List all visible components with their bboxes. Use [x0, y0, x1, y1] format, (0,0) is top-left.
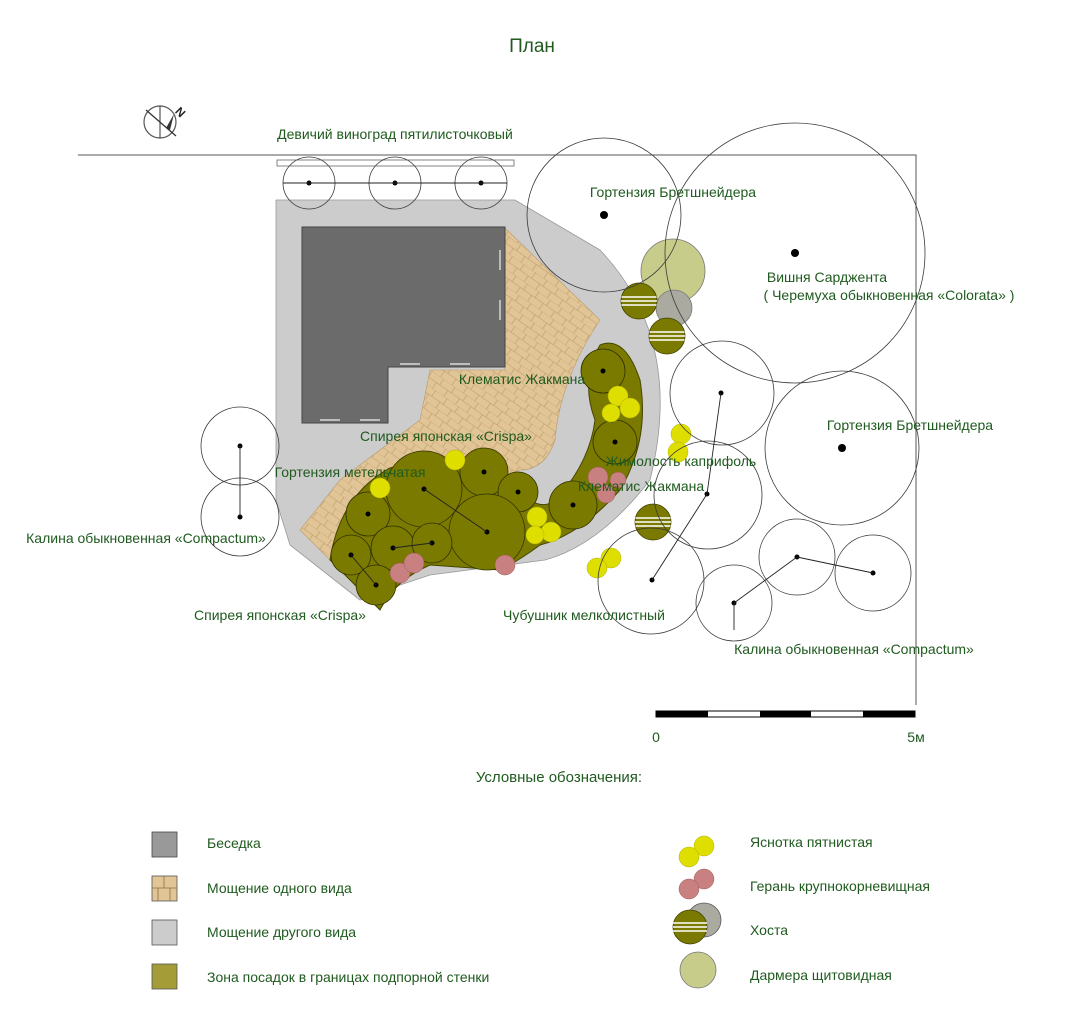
label-spirea-top: Спирея японская «Crispa»	[360, 428, 532, 444]
legend-label-paving-a: Мощение одного вида	[207, 880, 352, 896]
gazebo	[301, 226, 506, 424]
page-title: План	[509, 36, 555, 57]
legend-swatch-geranium	[678, 868, 715, 900]
label-spirea-bottom: Спирея японская «Crispa»	[194, 607, 366, 623]
label-hydrangea-right: Гортензия Бретшнейдера	[827, 417, 993, 433]
label-mock-orange: Чубушник мелколистный	[503, 607, 665, 623]
geranium-plants	[389, 466, 627, 584]
legend-label-gazebo: Беседка	[207, 835, 261, 851]
label-clematis-bottom: Клематис Жакмана	[578, 478, 704, 494]
legend-label-darmera: Дармера щитовидная	[750, 967, 892, 983]
legend-label-paving-b: Мощение другого вида	[207, 924, 356, 940]
label-cherry-line1: Вишня Сарджента	[767, 269, 887, 285]
scale-bar	[655, 710, 916, 718]
label-viburnum-right: Калина обыкновенная «Compactum»	[734, 641, 974, 657]
trellis	[276, 159, 515, 167]
legend-swatch-paving-b	[151, 919, 178, 946]
north-arrow-icon: N	[143, 104, 188, 139]
hosta-plants	[620, 282, 686, 541]
label-clematis-top: Клематис Жакмана	[459, 371, 585, 387]
legend-left: Беседка Мощение одного вида Мощение друг…	[151, 831, 489, 990]
legend-swatch-paving-a	[151, 875, 178, 902]
legend-swatch-darmera	[679, 951, 717, 989]
label-viburnum-left: Калина обыкновенная «Compactum»	[26, 530, 266, 546]
label-virginia-creeper: Девичий виноград пятилисточковый	[277, 126, 513, 142]
scale-end-label: 5м	[907, 729, 924, 745]
legend-swatch-gazebo	[151, 831, 178, 858]
label-hydrangea-paniculata: Гортензия метельчатая	[275, 464, 426, 480]
label-cherry-line2: ( Черемуха обыкновенная «Colorata» )	[764, 287, 1015, 303]
legend-label-planting: Зона посадок в границах подпорной стенки	[207, 969, 489, 985]
tree-canopies	[200, 122, 926, 642]
legend-swatch-hosta	[672, 902, 722, 945]
tree-markers	[237, 180, 876, 630]
legend-swatch-planting	[151, 963, 178, 990]
legend-label-hosta: Хоста	[750, 922, 788, 938]
scale-start-label: 0	[652, 729, 660, 745]
legend-swatch-lamium	[678, 835, 715, 868]
label-hydrangea-top: Гортензия Бретшнейдера	[590, 184, 756, 200]
label-honeysuckle: Жимолость каприфоль	[606, 453, 756, 469]
legend-right: Яснотка пятнистая Герань крупнокорневищн…	[672, 834, 930, 989]
legend-label-lamium: Яснотка пятнистая	[750, 834, 873, 850]
gazebo-edge-marks	[320, 250, 501, 421]
paving-tan	[299, 227, 601, 561]
legend-label-geranium: Герань крупнокорневищная	[750, 878, 930, 894]
planting-markers	[348, 368, 618, 588]
legend-title: Условные обозначения:	[476, 769, 642, 786]
plot-boundary	[78, 154, 917, 705]
